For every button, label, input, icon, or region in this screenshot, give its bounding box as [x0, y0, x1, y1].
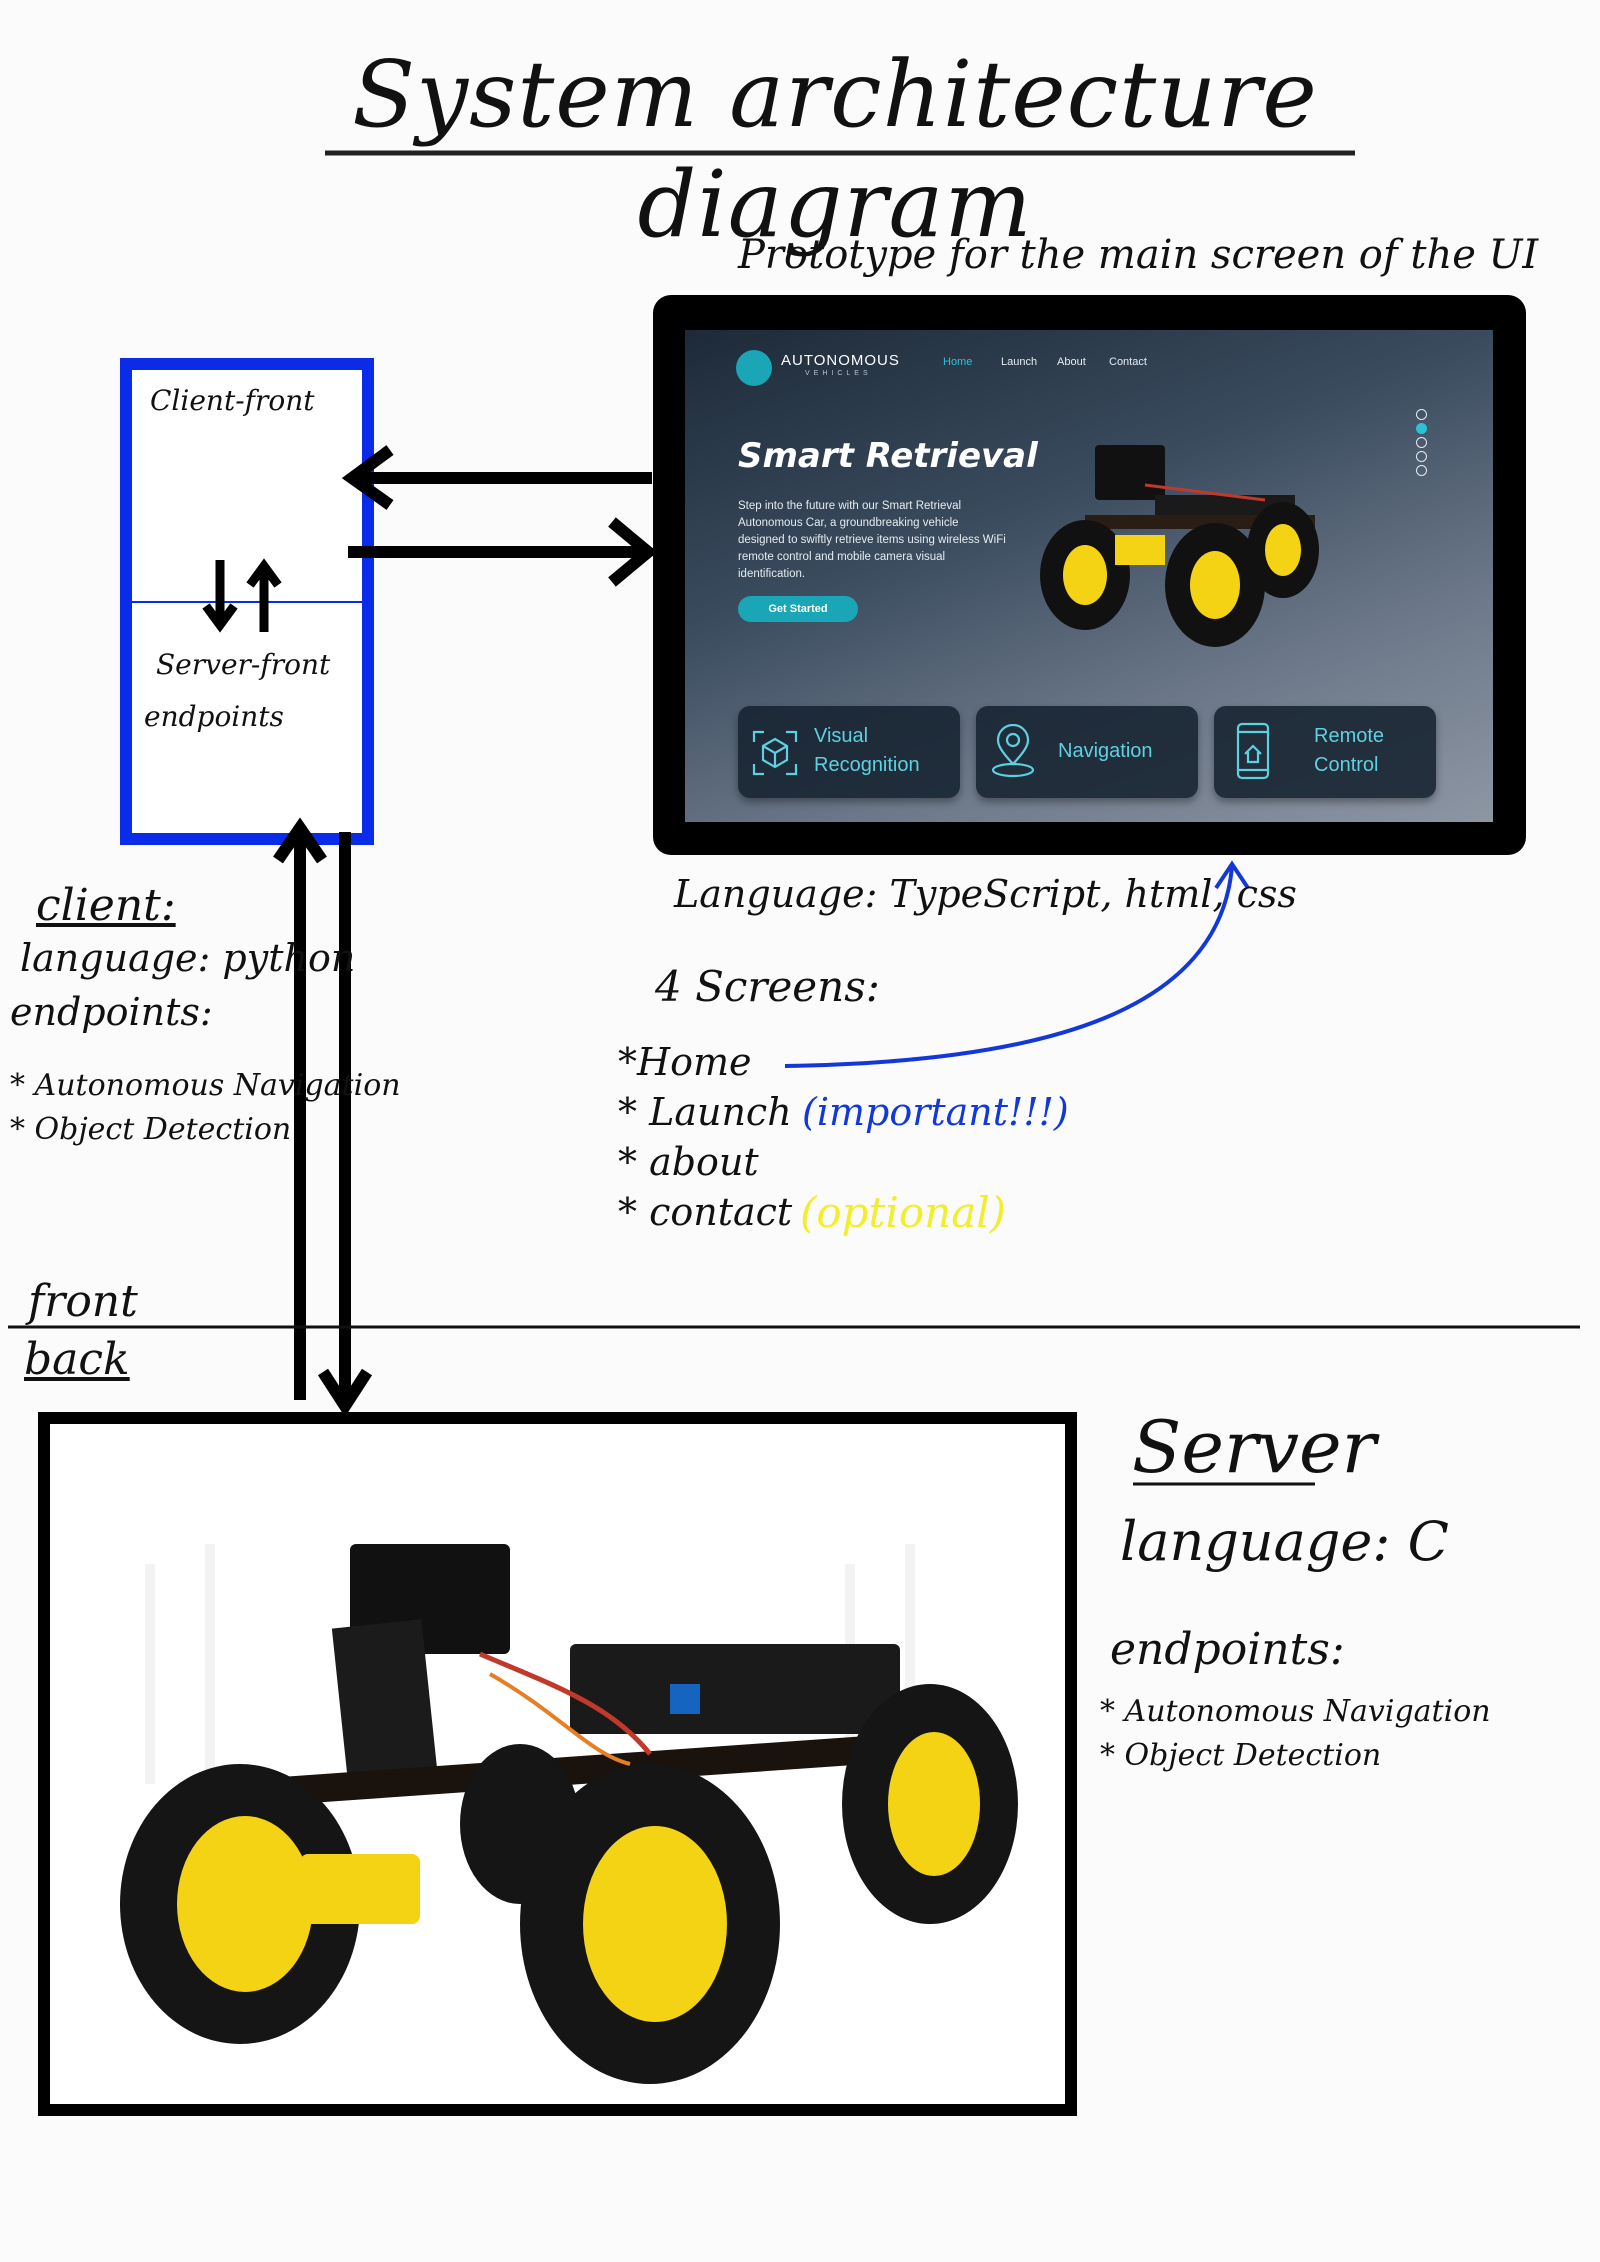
screen-item-launch: * Launch — [618, 1090, 792, 1134]
ui-prototype-screen: AUTONOMOUS VEHICLES Home Launch About Co… — [685, 330, 1493, 822]
important-note: (important!!!) — [802, 1090, 1069, 1134]
client-server-box: Client-front Server-front endpoints — [120, 358, 374, 845]
robot-car-photo — [120, 1544, 1018, 2084]
optional-note: (optional) — [800, 1188, 1007, 1237]
ui-language-note: Language: TypeScript, html, css — [674, 872, 1297, 916]
wheel-front-left — [120, 1764, 360, 2044]
logo-text: AUTONOMOUS — [781, 352, 900, 369]
get-started-button[interactable]: Get Started — [738, 596, 858, 622]
feature-card-label: Remote Control — [1314, 725, 1385, 776]
client-language: language: python — [20, 936, 356, 980]
hero-description: Step into the future with our Smart Retr… — [738, 500, 1006, 580]
feature-card-label: Visual Recognition — [814, 725, 920, 776]
back-label: back — [24, 1334, 130, 1385]
endpoints-label: endpoints — [144, 700, 284, 733]
server-language: language: C — [1120, 1510, 1449, 1573]
client-endpoints-label: endpoints: — [10, 990, 213, 1034]
server-heading: Server — [1132, 1405, 1377, 1489]
cube-scan-icon — [752, 730, 798, 776]
logo-subtext: VEHICLES — [805, 370, 872, 377]
client-heading: client: — [36, 880, 176, 931]
feature-card-label: Navigation — [1058, 740, 1153, 762]
ui-prototype-monitor: AUTONOMOUS VEHICLES Home Launch About Co… — [653, 295, 1526, 855]
carousel-dot[interactable] — [1416, 409, 1427, 420]
wheel-front-right — [520, 1764, 780, 2084]
screen-item-home: *Home — [618, 1040, 752, 1084]
curve-arrow-home-to-ui — [784, 860, 1250, 1068]
car-logo-icon — [736, 350, 772, 386]
feature-card-navigation[interactable]: Navigation — [976, 706, 1198, 798]
arrow-up-to-client-box — [273, 817, 327, 1400]
carousel-dot[interactable] — [1416, 451, 1427, 462]
wheel-rear-left — [460, 1744, 580, 1904]
screen-item-about: * about — [618, 1140, 759, 1184]
feature-card-remote-control[interactable]: Remote Control — [1214, 706, 1436, 798]
carousel-dot-active[interactable] — [1416, 423, 1427, 434]
hero-title: Smart Retrieval — [738, 436, 1038, 476]
front-label: front — [28, 1276, 138, 1327]
nav-about[interactable]: About — [1057, 356, 1086, 368]
box-divider-arrows — [132, 558, 362, 633]
feature-card-visual-recognition[interactable]: Visual Recognition — [738, 706, 960, 798]
robot-car-hero-image — [1040, 445, 1319, 647]
screens-label: 4 Screens: — [655, 962, 880, 1011]
nav-contact[interactable]: Contact — [1109, 356, 1147, 368]
server-endpoints-label: endpoints: — [1110, 1624, 1345, 1675]
prototype-caption: Prototype for the main screen of the UI — [738, 232, 1539, 278]
server-front-label: Server-front — [156, 648, 331, 681]
client-endpoint-item: * Object Detection — [10, 1112, 292, 1147]
client-endpoint-item: * Autonomous Navigation — [10, 1068, 401, 1103]
server-endpoint-item: * Autonomous Navigation — [1100, 1694, 1491, 1729]
arrow-to-client-box — [341, 445, 652, 510]
nav-launch[interactable]: Launch — [1001, 356, 1038, 368]
server-endpoint-item: * Object Detection — [1100, 1738, 1382, 1773]
arrow-down-to-server — [317, 832, 373, 1418]
arrow-to-monitor — [348, 517, 658, 587]
down-arrow-icon — [202, 560, 238, 633]
up-arrow-icon — [246, 558, 282, 632]
diagram-title: System architecture diagram — [352, 41, 1318, 258]
client-front-label: Client-front — [150, 384, 315, 417]
phone-remote-icon — [1236, 722, 1270, 780]
robot-car-photo-frame — [38, 1412, 1077, 2116]
carousel-dot[interactable] — [1416, 437, 1427, 448]
carousel-dot[interactable] — [1416, 465, 1427, 476]
location-pin-icon — [991, 724, 1035, 778]
screen-item-contact: * contact — [618, 1190, 793, 1234]
wheel-rear-right — [842, 1684, 1018, 1924]
nav-home[interactable]: Home — [943, 356, 973, 368]
